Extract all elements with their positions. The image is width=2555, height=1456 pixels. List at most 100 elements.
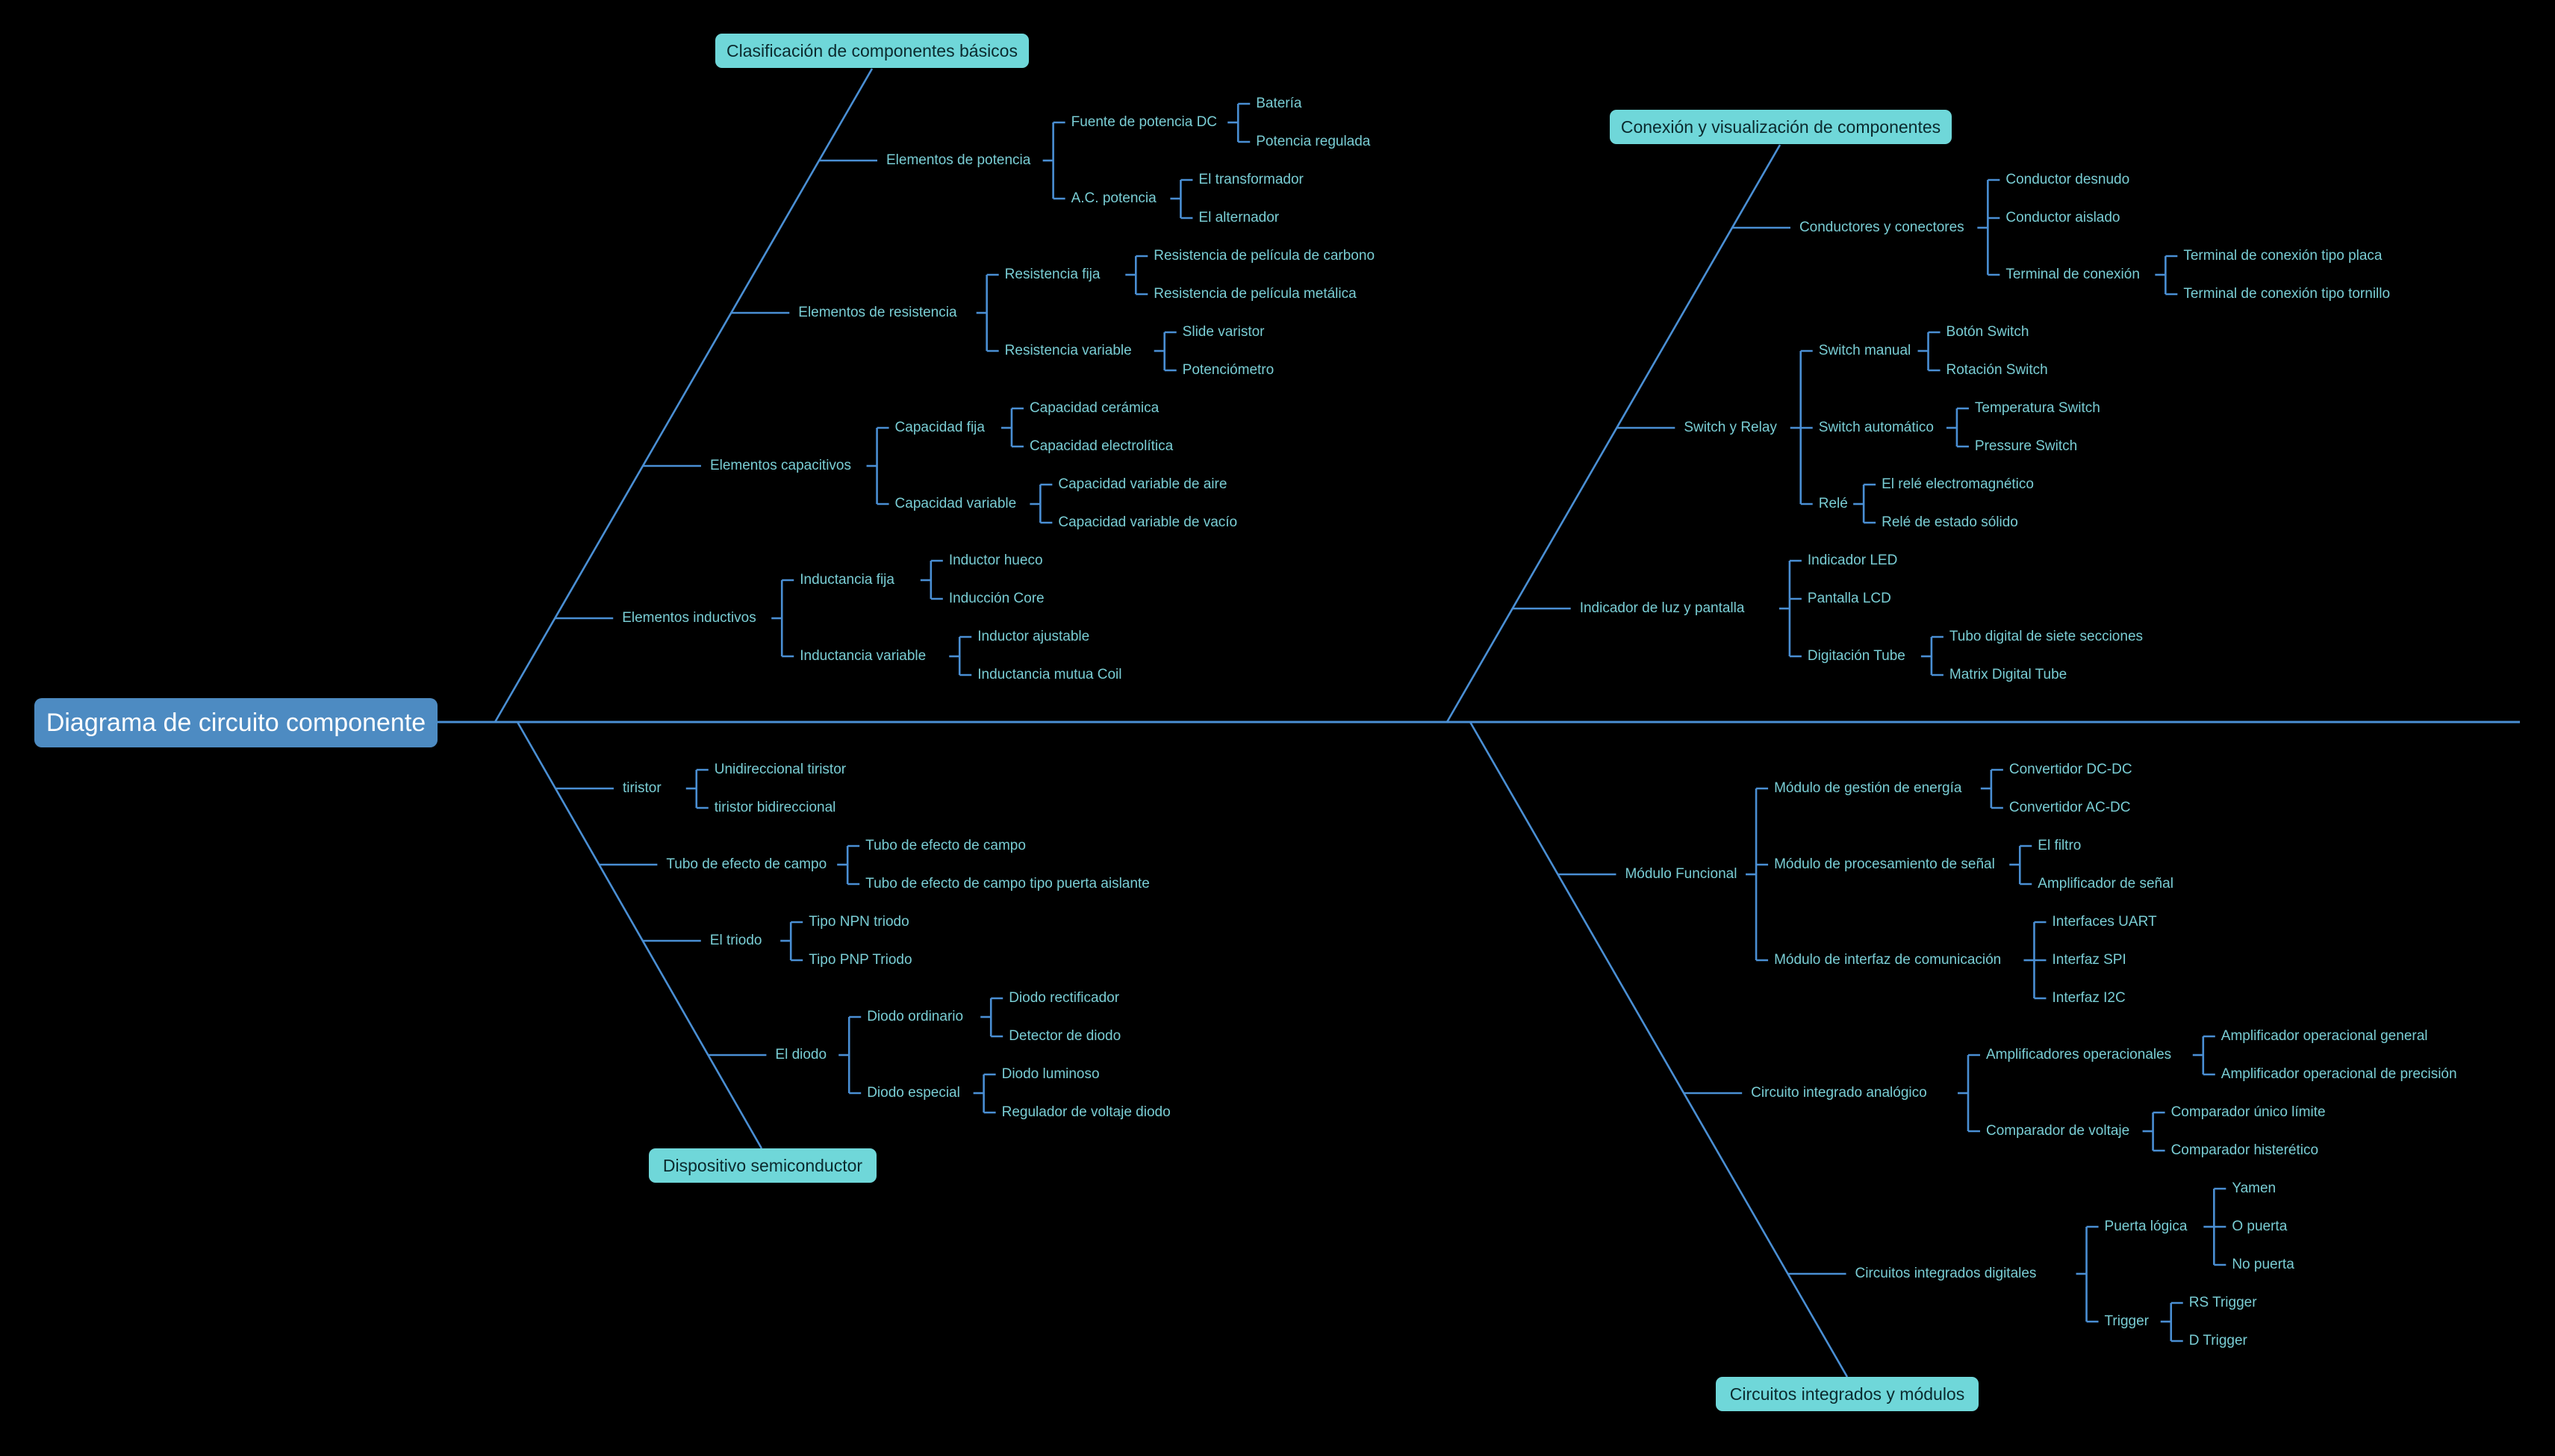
sub-branch-label[interactable]: Puerta lógica — [2104, 1219, 2188, 1234]
sub-branch-label[interactable]: tiristor bidireccional — [714, 800, 836, 815]
leaf-label[interactable]: Potenciómetro — [1182, 362, 1275, 378]
branch-label[interactable]: Circuito integrado analógico — [1751, 1085, 1927, 1101]
root-topic[interactable]: Diagrama de circuito componente — [34, 698, 438, 747]
leaf-label[interactable]: Convertidor DC-DC — [2008, 762, 2132, 777]
leaf-label[interactable]: O puerta — [2232, 1219, 2288, 1234]
leaf-label[interactable]: Comparador histerético — [2170, 1142, 2319, 1158]
leaf-label[interactable]: Regulador de voltaje diodo — [1001, 1104, 1171, 1120]
branch-label[interactable]: Conductores y conectores — [1799, 220, 1964, 235]
leaf-label[interactable]: D Trigger — [2188, 1333, 2247, 1348]
sub-branch-label[interactable]: Pantalla LCD — [1807, 591, 1891, 606]
sub-branch-label[interactable]: Amplificadores operacionales — [1985, 1047, 2172, 1063]
branch-label[interactable]: Switch y Relay — [1684, 420, 1777, 435]
leaf-label[interactable]: Comparador único límite — [2170, 1104, 2326, 1120]
sub-branch-label[interactable]: Conductor aislado — [2005, 210, 2120, 225]
branch-label[interactable]: Módulo Funcional — [1625, 866, 1737, 882]
leaf-label[interactable]: Inductor ajustable — [977, 629, 1090, 644]
category-0-title[interactable]: Clasificación de componentes básicos — [715, 34, 1029, 68]
sub-branch-label[interactable]: Inductancia variable — [800, 648, 927, 664]
leaf-label[interactable]: Yamen — [2232, 1180, 2277, 1196]
branch-label[interactable]: El triodo — [709, 933, 762, 948]
leaf-label[interactable]: Matrix Digital Tube — [1949, 667, 2067, 682]
leaf-label[interactable]: El transformador — [1198, 172, 1304, 187]
branch-label[interactable]: Elementos capacitivos — [709, 458, 851, 473]
leaf-label[interactable]: Terminal de conexión tipo tornillo — [2183, 286, 2391, 302]
sub-branch-label[interactable]: Módulo de gestión de energía — [1774, 780, 1962, 796]
leaf-label[interactable]: Diodo luminoso — [1001, 1066, 1100, 1082]
leaf-label[interactable]: Capacidad variable de aire — [1058, 476, 1227, 492]
leaf-label[interactable]: Relé de estado sólido — [1882, 514, 2018, 530]
sub-branch-label[interactable]: Trigger — [2104, 1313, 2150, 1329]
leaf-label[interactable]: Amplificador de señal — [2038, 876, 2173, 892]
leaf-label[interactable]: Botón Switch — [1946, 324, 2029, 340]
leaf-label[interactable]: Terminal de conexión tipo placa — [2183, 248, 2383, 264]
leaf-label[interactable]: Slide varistor — [1182, 324, 1265, 340]
leaf-label[interactable]: Tubo digital de siete secciones — [1949, 629, 2144, 644]
leaf-label[interactable]: Potencia regulada — [1256, 134, 1371, 149]
leaf-label[interactable]: Inductor hueco — [948, 553, 1043, 568]
sub-branch-label[interactable]: Capacidad variable — [894, 496, 1017, 511]
branch-label[interactable]: El diodo — [775, 1047, 827, 1063]
leaf-label[interactable]: Interfaces UART — [2052, 914, 2157, 930]
leaf-label[interactable]: Resistencia de película de carbono — [1154, 248, 1375, 264]
leaf-label[interactable]: Inducción Core — [948, 591, 1045, 606]
sub-branch-label[interactable]: Tubo de efecto de campo — [865, 838, 1026, 853]
branch-label[interactable]: Elementos de potencia — [886, 152, 1031, 168]
branch-label[interactable]: Elementos de resistencia — [798, 305, 957, 320]
leaf-label[interactable]: Diodo rectificador — [1009, 990, 1120, 1006]
leaf-label[interactable]: El relé electromagnético — [1882, 476, 2034, 492]
leaf-label[interactable]: Capacidad variable de vacío — [1058, 514, 1238, 530]
sub-branch-label[interactable]: Relé — [1818, 496, 1848, 511]
leaf-label[interactable]: Temperatura Switch — [1974, 400, 2100, 416]
category-2-title[interactable]: Conexión y visualización de componentes — [1610, 110, 1952, 144]
sub-branch-label[interactable]: Tubo de efecto de campo tipo puerta aisl… — [865, 876, 1150, 892]
sub-branch-label[interactable]: Switch manual — [1818, 343, 1911, 358]
branch-label[interactable]: Circuitos integrados digitales — [1855, 1266, 2037, 1281]
sub-branch-label[interactable]: Conductor desnudo — [2005, 172, 2130, 187]
sub-branch-label[interactable]: Módulo de interfaz de comunicación — [1774, 952, 2002, 968]
sub-branch-label[interactable]: Capacidad fija — [894, 420, 985, 435]
sub-branch-label[interactable]: Terminal de conexión — [2005, 267, 2140, 282]
sub-branch-label[interactable]: Unidireccional tiristor — [714, 762, 847, 777]
leaf-label[interactable]: Rotación Switch — [1946, 362, 2048, 378]
sub-branch-label[interactable]: Comparador de voltaje — [1985, 1123, 2130, 1139]
leaf-label[interactable]: Inductancia mutua Coil — [977, 667, 1122, 682]
leaf-label[interactable]: Pressure Switch — [1974, 438, 2078, 454]
branch-label[interactable]: Elementos inductivos — [622, 610, 756, 626]
sub-branch-label[interactable]: Diodo especial — [867, 1085, 960, 1101]
leaf-label[interactable]: Batería — [1256, 96, 1302, 111]
sub-branch-label[interactable]: Diodo ordinario — [867, 1009, 964, 1024]
sub-branch-label[interactable]: Tipo NPN triodo — [809, 914, 909, 930]
category-3-title[interactable]: Circuitos integrados y módulos — [1716, 1377, 1979, 1411]
leaf-label[interactable]: Detector de diodo — [1009, 1028, 1121, 1044]
sub-branch-label[interactable]: Digitación Tube — [1807, 648, 1905, 664]
sub-branch-label[interactable]: Indicador LED — [1807, 553, 1898, 568]
category-1-bone — [516, 721, 763, 1149]
sub-branch-label[interactable]: Inductancia fija — [800, 572, 894, 588]
leaf-label[interactable]: El alternador — [1198, 210, 1280, 225]
sub-branch-label[interactable]: Switch automático — [1818, 420, 1934, 435]
leaf-label[interactable]: Amplificador operacional de precisión — [2221, 1066, 2457, 1082]
sub-branch-label[interactable]: Fuente de potencia DC — [1071, 114, 1218, 130]
category-0-bone — [494, 68, 874, 723]
leaf-label[interactable]: El filtro — [2038, 838, 2082, 853]
sub-branch-label[interactable]: Módulo de procesamiento de señal — [1774, 856, 1995, 872]
leaf-label[interactable]: Capacidad cerámica — [1029, 400, 1160, 416]
leaf-label[interactable]: Convertidor AC-DC — [2008, 800, 2131, 815]
leaf-label[interactable]: Capacidad electrolítica — [1029, 438, 1174, 454]
sub-branch-label[interactable]: Resistencia variable — [1004, 343, 1132, 358]
leaf-label[interactable]: Interfaz SPI — [2052, 952, 2126, 968]
branch-label[interactable]: Tubo de efecto de campo — [666, 856, 827, 872]
sub-branch-label[interactable]: Resistencia fija — [1004, 267, 1101, 282]
leaf-label[interactable]: Resistencia de película metálica — [1154, 286, 1357, 302]
leaf-label[interactable]: Interfaz I2C — [2052, 990, 2126, 1006]
branch-label[interactable]: Indicador de luz y pantalla — [1579, 600, 1745, 616]
sub-branch-label[interactable]: A.C. potencia — [1071, 190, 1157, 206]
branch-label[interactable]: tiristor — [622, 780, 662, 796]
category-1-title[interactable]: Dispositivo semiconductor — [649, 1148, 877, 1183]
sub-branch-label[interactable]: Tipo PNP Triodo — [809, 952, 912, 968]
leaf-label[interactable]: RS Trigger — [2188, 1295, 2257, 1310]
leaf-label[interactable]: Amplificador operacional general — [2221, 1028, 2428, 1044]
leaf-label[interactable]: No puerta — [2232, 1257, 2294, 1272]
